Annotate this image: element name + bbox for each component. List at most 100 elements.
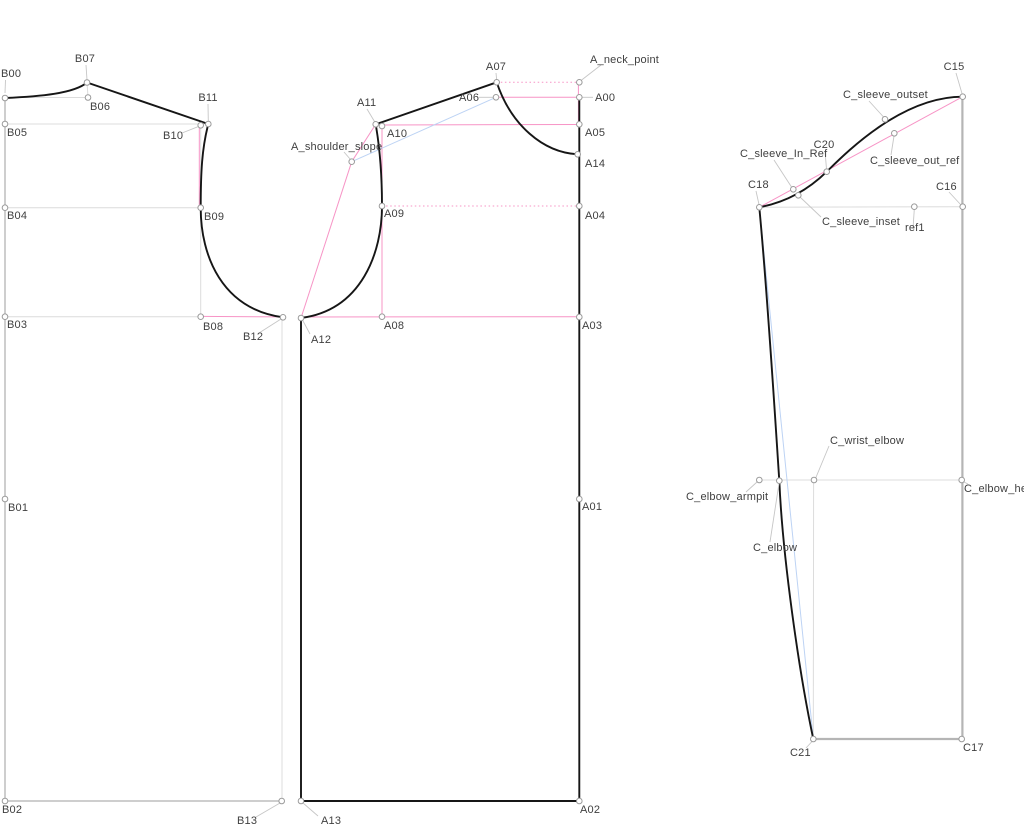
label-C_sleeve_outset: C_sleeve_outset (843, 89, 928, 101)
point-A13[interactable] (297, 797, 305, 805)
leader-B13 (255, 802, 281, 818)
label-A06: A06 (459, 92, 479, 104)
point-C16[interactable] (959, 203, 967, 210)
point-C21[interactable] (810, 735, 817, 743)
point-C_sleeve_out_ref[interactable] (891, 130, 898, 137)
point-A10[interactable] (378, 122, 386, 130)
point-A03[interactable] (576, 313, 583, 321)
point-A_neck_point[interactable] (576, 79, 583, 86)
point-C_elbow_height[interactable] (958, 476, 966, 484)
leader-A_shoulder_slope (343, 151, 351, 160)
leader-C_sleeve_inset (799, 196, 822, 218)
leader-B12 (258, 318, 282, 334)
point-B08[interactable] (197, 313, 204, 321)
point-A_shoulder_slope[interactable] (348, 158, 356, 165)
label-A00: A00 (595, 92, 615, 104)
point-C20[interactable] (823, 168, 831, 175)
label-A09: A09 (384, 208, 404, 220)
point-B05[interactable] (1, 120, 9, 128)
label-A_neck_point: A_neck_point (590, 54, 659, 66)
label-C_wrist_elbow: C_wrist_elbow (830, 435, 904, 447)
leader-C_elbow (769, 483, 780, 543)
leader-C_wrist_elbow (815, 445, 830, 479)
label-A12: A12 (311, 334, 331, 346)
label-C20: C20 (814, 139, 835, 151)
label-A04: A04 (585, 210, 605, 222)
point-A12[interactable] (297, 314, 305, 322)
measure-guide-lines-layer (198, 81, 963, 740)
point-A11[interactable] (372, 121, 380, 128)
leader-ref1 (912, 208, 915, 230)
label-A13: A13 (321, 815, 341, 826)
leader-B00 (4, 79, 6, 94)
point-B00[interactable] (1, 94, 9, 102)
sleeve-cap-curve (758, 95, 964, 209)
leader-C21 (805, 741, 813, 749)
point-B13[interactable] (278, 797, 286, 805)
label-B13: B13 (237, 815, 257, 826)
leader-B10 (181, 126, 199, 134)
label-C_elbow_height: C_elbow_height (964, 483, 1024, 495)
leader-B07 (85, 64, 88, 81)
point-A04[interactable] (576, 202, 583, 210)
label-A03: A03 (582, 320, 602, 332)
label-B08: B08 (203, 321, 223, 333)
point-B06[interactable] (84, 94, 92, 101)
pattern-points-layer (1, 79, 967, 805)
point-B12[interactable] (279, 314, 287, 321)
label-C21: C21 (790, 747, 811, 759)
point-A00[interactable] (576, 94, 583, 101)
a-a10-a05-guide (381, 124, 580, 126)
point-B02[interactable] (1, 797, 9, 805)
label-C_sleeve_In_Ref: C_sleeve_In_Ref (740, 148, 828, 160)
label-B09: B09 (204, 211, 224, 223)
point-C17[interactable] (958, 735, 966, 743)
point-A05[interactable] (576, 121, 583, 128)
point-B11[interactable] (205, 120, 212, 128)
point-B07[interactable] (83, 79, 91, 86)
label-B01: B01 (8, 502, 28, 514)
a-a11-shoulder-slope-line (351, 124, 377, 162)
leader-A11 (366, 108, 375, 122)
label-A02: A02 (580, 804, 600, 816)
leader-A07 (495, 72, 498, 81)
point-C_wrist_elbow[interactable] (810, 476, 818, 484)
point-B09[interactable] (197, 204, 204, 211)
a-a06-slope-guide (351, 96, 497, 163)
point-A08[interactable] (378, 313, 386, 321)
point-C_elbow[interactable] (776, 477, 783, 485)
front-neck-curve (495, 81, 579, 156)
point-A07[interactable] (493, 79, 501, 86)
label-C18: C18 (748, 179, 769, 191)
point-C_elbow_armpit[interactable] (756, 476, 763, 484)
label-B02: B02 (2, 804, 22, 816)
label-A08: A08 (384, 320, 404, 332)
point-B01[interactable] (1, 495, 9, 503)
label-B11: B11 (198, 92, 217, 104)
label-A11: A11 (357, 97, 376, 109)
point-B04[interactable] (1, 204, 9, 211)
label-C17: C17 (963, 742, 984, 754)
label-C_elbow_armpit: C_elbow_armpit (686, 491, 768, 503)
point-B03[interactable] (1, 313, 9, 321)
leader-C18 (755, 190, 760, 205)
point-ref1[interactable] (911, 203, 918, 210)
point-C18[interactable] (756, 204, 763, 211)
label-B07: B07 (75, 53, 95, 65)
point-A02[interactable] (576, 797, 583, 805)
point-A14[interactable] (574, 151, 582, 158)
label-B10: B10 (163, 130, 183, 142)
point-A06[interactable] (492, 94, 500, 101)
leader-A12 (302, 319, 311, 335)
point-C15[interactable] (959, 93, 967, 100)
point-C_sleeve_In_Ref[interactable] (790, 186, 797, 193)
label-leader-lines-layer (4, 64, 969, 818)
point-A01[interactable] (576, 495, 583, 503)
point-B10[interactable] (197, 122, 204, 129)
point-C_sleeve_outset[interactable] (881, 116, 889, 123)
label-B04: B04 (7, 210, 27, 222)
point-A09[interactable] (378, 202, 386, 210)
point-C_sleeve_inset[interactable] (795, 192, 802, 199)
